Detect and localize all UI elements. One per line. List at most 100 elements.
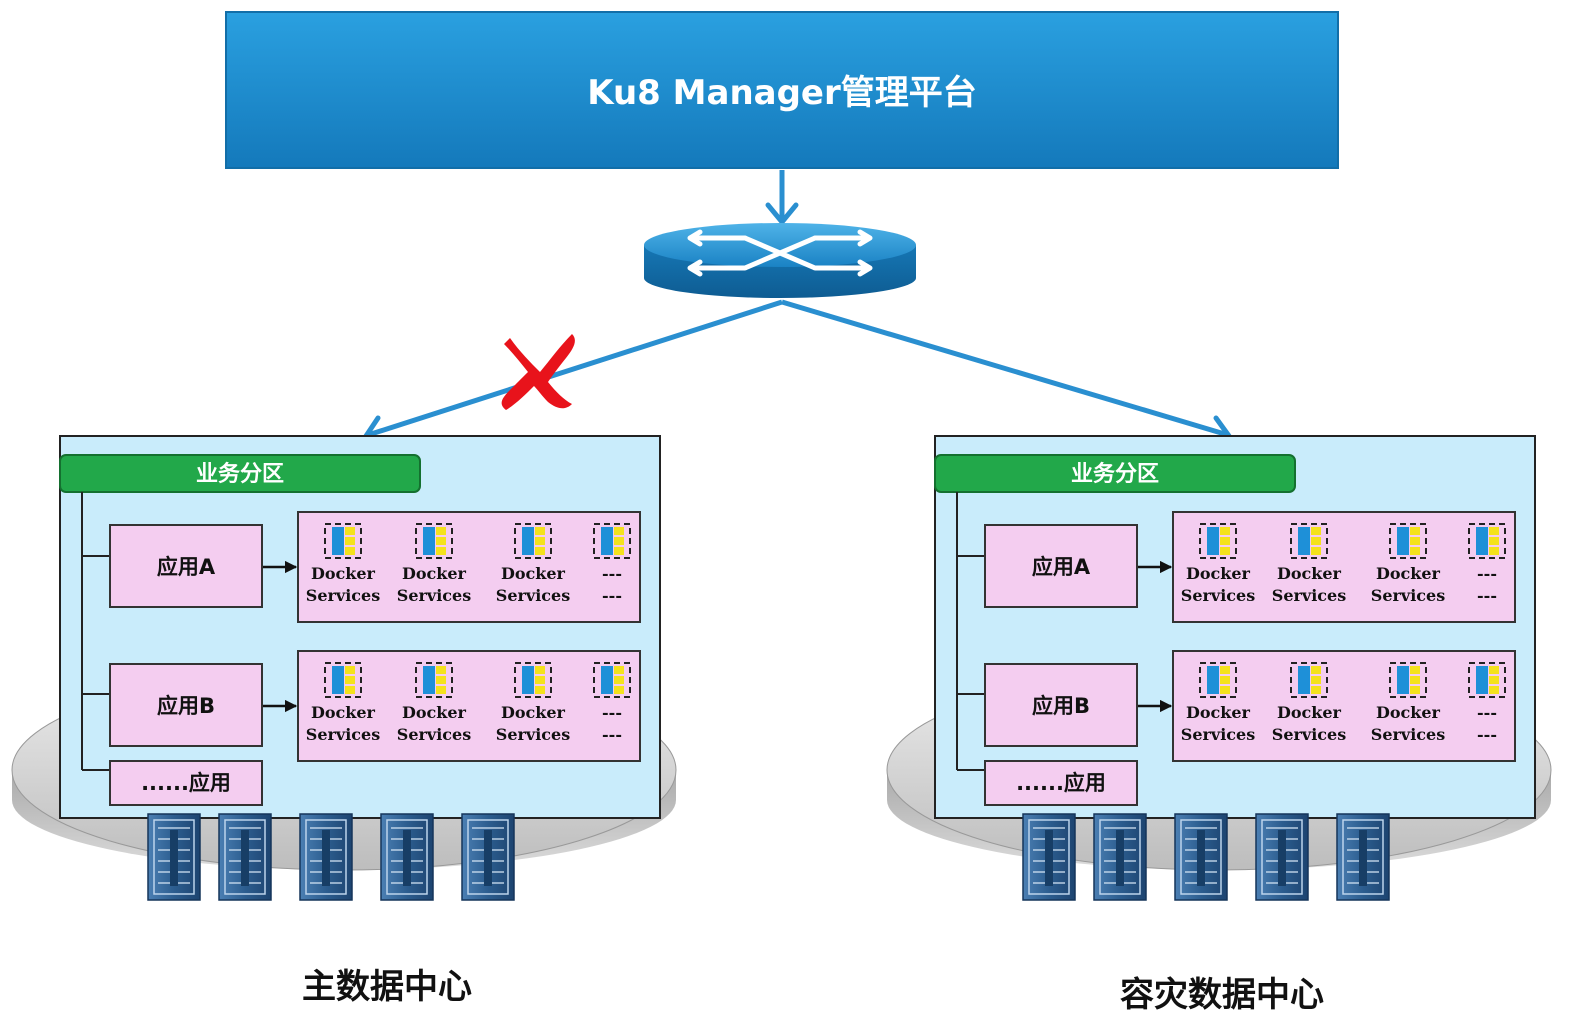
service-label-line2: Services xyxy=(306,725,380,744)
service-label-line1: Docker xyxy=(1277,703,1342,722)
app-label: 应用B xyxy=(157,694,215,718)
service-label-line2: Services xyxy=(1272,586,1346,605)
docker-container-icon xyxy=(593,662,631,698)
more-apps-label: ......应用 xyxy=(1016,771,1106,795)
service-label-line2: --- xyxy=(1477,586,1497,605)
service-label-line1: Docker xyxy=(501,564,566,583)
docker-container-icon xyxy=(1389,523,1427,559)
app-box xyxy=(984,524,1138,608)
docker-service: --- --- xyxy=(1468,662,1506,744)
service-label-line1: Docker xyxy=(501,703,566,722)
docker-service: --- --- xyxy=(593,662,631,744)
service-label-line1: --- xyxy=(1477,703,1497,722)
business-partition-header: 业务分区 xyxy=(59,454,421,493)
service-label-line2: --- xyxy=(602,586,622,605)
service-label-line1: --- xyxy=(602,564,622,583)
docker-service: --- --- xyxy=(593,523,631,605)
service-label-line2: --- xyxy=(602,725,622,744)
service-label-line1: Docker xyxy=(402,564,467,583)
business-partition-header: 业务分区 xyxy=(934,454,1296,493)
red-x-failure-icon xyxy=(501,334,575,410)
docker-container-icon xyxy=(1468,662,1506,698)
server-rack-icon xyxy=(218,813,272,901)
service-label-line2: Services xyxy=(306,586,380,605)
server-rack-icon xyxy=(1336,813,1390,901)
partition-label: 业务分区 xyxy=(196,462,284,487)
more-apps-box: ......应用 xyxy=(984,760,1138,806)
datacenter-label: 容灾数据中心 xyxy=(1120,975,1324,1015)
app-box xyxy=(109,663,263,747)
service-label-line1: Docker xyxy=(402,703,467,722)
more-apps-box: ......应用 xyxy=(109,760,263,806)
service-label-line2: --- xyxy=(1477,725,1497,744)
app-label: 应用A xyxy=(1032,555,1091,579)
server-rack-icon xyxy=(1255,813,1309,901)
service-label-line2: Services xyxy=(496,725,570,744)
docker-container-icon xyxy=(324,662,362,698)
server-rack-icon xyxy=(1174,813,1228,901)
service-label-line2: Services xyxy=(397,725,471,744)
docker-container-icon xyxy=(1199,662,1237,698)
server-rack-icon xyxy=(1022,813,1076,901)
service-label-line2: Services xyxy=(496,586,570,605)
link-to-dr-datacenter xyxy=(781,299,1229,438)
docker-container-icon xyxy=(593,523,631,559)
docker-container-icon xyxy=(415,662,453,698)
service-label-line1: Docker xyxy=(311,564,376,583)
docker-container-icon xyxy=(1389,662,1427,698)
docker-container-icon xyxy=(1468,523,1506,559)
service-label-line1: --- xyxy=(1477,564,1497,583)
service-label-line1: Docker xyxy=(1186,564,1251,583)
docker-container-icon xyxy=(1290,523,1328,559)
docker-service: --- --- xyxy=(1468,523,1506,605)
app-box xyxy=(984,663,1138,747)
server-rack-icon xyxy=(1093,813,1147,901)
service-label-line2: Services xyxy=(1371,586,1445,605)
service-label-line1: Docker xyxy=(1186,703,1251,722)
service-label-line2: Services xyxy=(1371,725,1445,744)
partition-label: 业务分区 xyxy=(1071,462,1159,487)
network-switch-icon xyxy=(644,223,916,298)
datacenter-label: 主数据中心 xyxy=(302,967,472,1007)
server-rack-icon xyxy=(461,813,515,901)
docker-container-icon xyxy=(324,523,362,559)
service-label-line1: Docker xyxy=(1376,703,1441,722)
platform-title: Ku8 Manager管理平台 xyxy=(587,73,977,113)
app-box xyxy=(109,524,263,608)
service-label-line2: Services xyxy=(397,586,471,605)
link-to-primary-datacenter xyxy=(367,299,783,438)
docker-container-icon xyxy=(514,662,552,698)
service-label-line1: --- xyxy=(602,703,622,722)
app-label: 应用B xyxy=(1032,694,1090,718)
server-rack-icon xyxy=(380,813,434,901)
more-apps-label: ......应用 xyxy=(141,771,231,795)
tree-connector xyxy=(81,492,110,771)
docker-container-icon xyxy=(1199,523,1237,559)
management-platform-banner: Ku8 Manager管理平台 xyxy=(225,11,1339,169)
service-label-line1: Docker xyxy=(311,703,376,722)
service-label-line2: Services xyxy=(1272,725,1346,744)
docker-container-icon xyxy=(415,523,453,559)
service-label-line2: Services xyxy=(1181,725,1255,744)
tree-connector xyxy=(956,492,985,771)
docker-container-icon xyxy=(514,523,552,559)
banner-to-switch-arrowhead xyxy=(765,202,799,225)
